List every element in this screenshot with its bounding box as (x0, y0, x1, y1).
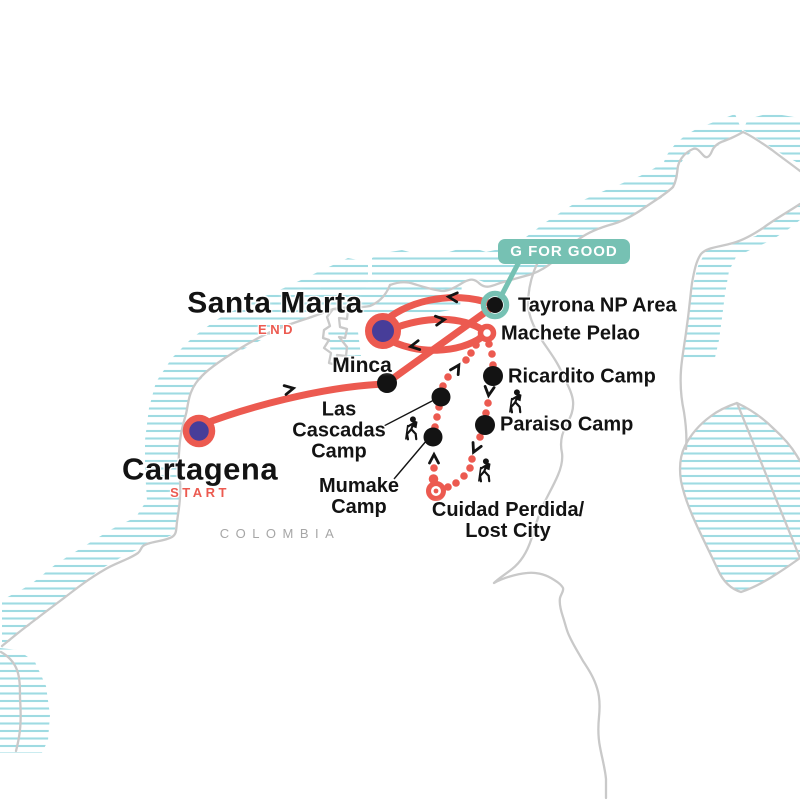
label-country: COLOMBIA (219, 526, 341, 542)
label-start: START (170, 485, 230, 501)
label-santa-marta: Santa Marta (187, 286, 363, 320)
lake-outline (678, 401, 800, 594)
label-paraiso: Paraiso Camp (500, 413, 634, 436)
label-minca: Minca (332, 353, 392, 377)
route-arc-bottom (382, 333, 486, 354)
markers (182, 290, 510, 501)
label-mumake: Mumake Camp (318, 475, 400, 518)
coastline-east (679, 202, 800, 451)
marker-paraiso (475, 415, 495, 435)
river-border (492, 243, 608, 800)
label-cartagena: Cartagena (121, 451, 279, 487)
marker-cartagena (182, 414, 216, 448)
label-tayrona: Tayrona NP Area (518, 294, 677, 317)
label-end: END (258, 322, 296, 338)
hiker-icon (477, 457, 492, 483)
hiker-icon (404, 415, 419, 441)
arrow-icon (428, 453, 440, 465)
marker-cuidad-perdida (426, 474, 446, 501)
water-hatching (0, 113, 800, 753)
label-cuidad-perdida: Cuidad Perdida/ Lost City (431, 499, 585, 542)
marker-las-cascadas (431, 387, 451, 407)
label-machete-pelao: Machete Pelao (501, 322, 640, 345)
g-for-good-badge: G FOR GOOD (498, 239, 630, 264)
lagoon-outline (321, 307, 350, 368)
arrow-icon (449, 361, 465, 377)
route-minca-tayrona (384, 302, 498, 386)
arrow-icon (468, 441, 483, 456)
marker-minca (377, 373, 397, 393)
route-cartagena-minca (197, 380, 388, 429)
label-ricardito: Ricardito Camp (508, 365, 656, 388)
coastlines (0, 130, 800, 800)
marker-tayrona (480, 290, 510, 320)
arrow-icon (282, 382, 296, 396)
coastline-inlet (0, 650, 22, 753)
leader-lines (379, 399, 435, 480)
coastline-north (388, 130, 800, 293)
label-las-cascadas: Las Cascadas Camp (292, 398, 386, 463)
coastline-west (0, 283, 392, 648)
marker-mumake (423, 427, 443, 447)
hiker-icon (508, 388, 523, 414)
marker-machete-pelao (477, 323, 497, 343)
marker-santa-marta (365, 313, 401, 349)
arrow-icon (482, 385, 496, 398)
marker-ricardito (483, 366, 503, 386)
